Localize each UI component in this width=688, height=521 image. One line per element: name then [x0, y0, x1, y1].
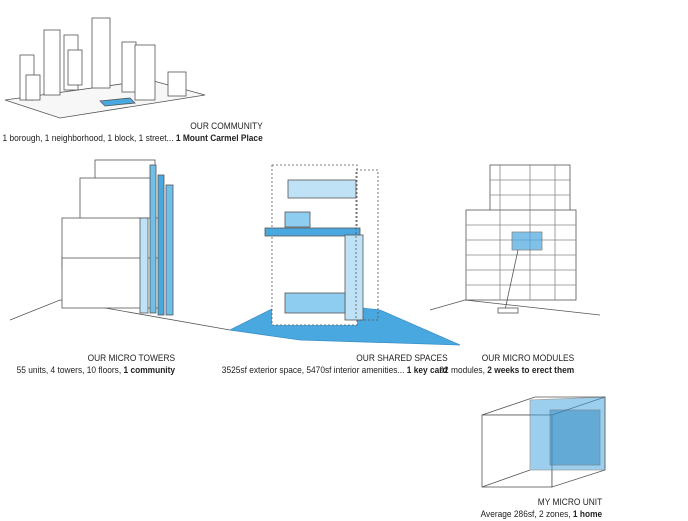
caption-shared: OUR SHARED SPACES 3525sf exterior space,… — [222, 353, 448, 376]
caption-unit: MY MICRO UNIT Average 286sf, 2 zones, 1 … — [480, 497, 602, 520]
micro-modules-drawing — [429, 164, 601, 316]
caption-community: OUR COMMUNITY 1 borough, 1 neighborhood,… — [2, 121, 263, 144]
micro-towers-drawing — [9, 159, 231, 331]
caption-modules: OUR MICRO MODULES 92 modules, 2 weeks to… — [439, 353, 574, 376]
shared-spaces-drawing — [228, 164, 461, 346]
caption-towers: OUR MICRO TOWERS 55 units, 4 towers, 10 … — [16, 353, 175, 376]
caption-title: OUR SHARED SPACES — [356, 353, 448, 364]
caption-title: MY MICRO UNIT — [537, 497, 602, 508]
caption-title: OUR COMMUNITY — [190, 121, 263, 132]
micro-unit-drawing — [481, 396, 606, 488]
community-drawing — [4, 17, 206, 119]
caption-title: OUR MICRO TOWERS — [87, 353, 175, 364]
caption-title: OUR MICRO MODULES — [481, 353, 574, 364]
